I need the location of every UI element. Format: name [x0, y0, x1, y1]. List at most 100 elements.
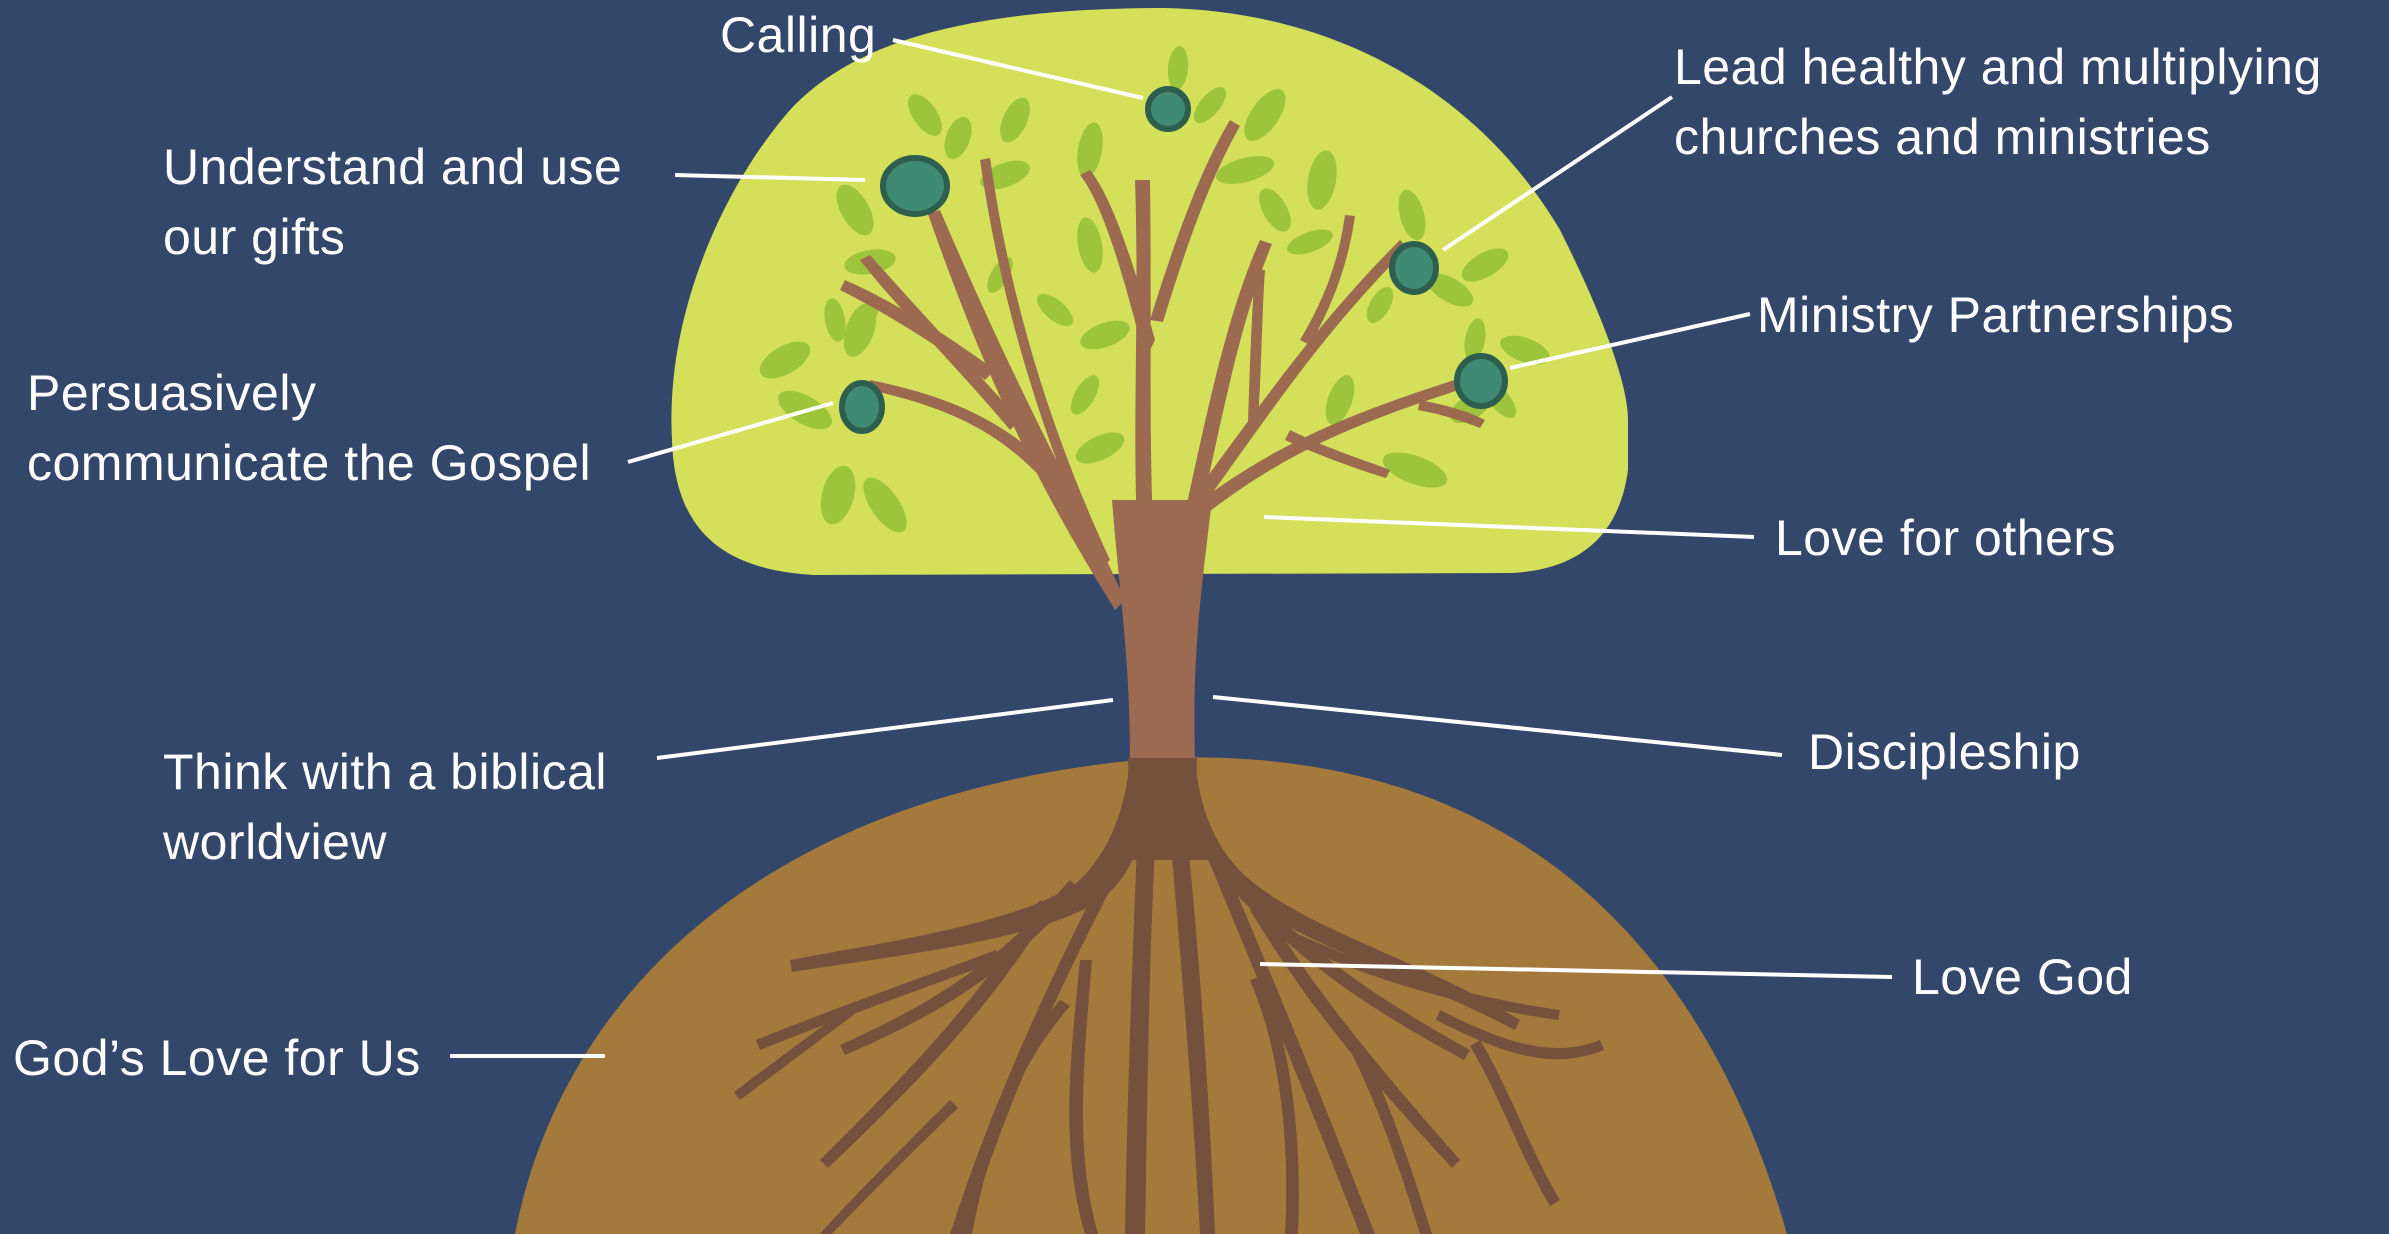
tree-roots	[734, 760, 1604, 1234]
leaf	[1077, 217, 1103, 273]
leaf	[1398, 189, 1426, 241]
label-partnerships-text: Ministry Partnerships	[1757, 287, 2235, 343]
leaf	[1080, 320, 1130, 350]
leader-calling	[892, 38, 1144, 100]
leaf	[1259, 188, 1291, 232]
leaf	[824, 298, 846, 342]
leaf	[944, 116, 972, 160]
root	[1296, 935, 1560, 1020]
leader-worldview	[656, 698, 1114, 760]
label-line: Understand and use	[163, 139, 623, 195]
label-line: Think with a biblical	[163, 744, 608, 800]
fruit-calling	[1145, 86, 1191, 132]
branch	[1248, 270, 1265, 422]
label-ministry-partnerships: Ministry Partnerships	[1757, 280, 2234, 350]
leader-love-god	[1259, 962, 1893, 979]
leaf	[851, 303, 879, 333]
leaf	[1461, 248, 1509, 282]
leaf	[908, 94, 942, 136]
root-collar	[1108, 758, 1215, 860]
label-biblical-worldview: Think with a biblical worldview	[163, 737, 607, 877]
root	[1470, 1040, 1560, 1206]
root	[1232, 880, 1470, 1060]
label-discipleship-text: Discipleship	[1808, 724, 2081, 780]
root	[1200, 836, 1375, 1234]
branch	[1135, 180, 1155, 580]
label-gods-love-for-us: God’s Love for Us	[13, 1023, 421, 1093]
root	[1250, 900, 1460, 1168]
branch	[980, 158, 1110, 570]
leaf	[1000, 97, 1030, 143]
branch	[870, 380, 1085, 520]
fruit-partnerships	[1454, 353, 1508, 409]
root	[960, 1000, 1070, 1234]
label-love-god: Love God	[1912, 942, 2133, 1012]
label-line: Lead healthy and multiplying	[1674, 39, 2322, 95]
leaf	[1167, 46, 1189, 90]
leaf	[1307, 150, 1337, 210]
leaf	[836, 184, 874, 236]
label-line: churches and ministries	[1674, 109, 2211, 165]
root	[1350, 1046, 1432, 1234]
leaf	[1500, 335, 1550, 365]
label-lead-healthy-churches: Lead healthy and multiplying churches an…	[1674, 32, 2322, 172]
leaf	[1287, 229, 1333, 255]
branch	[1150, 120, 1240, 322]
label-line: our gifts	[163, 209, 346, 265]
label-line: Persuasively	[27, 365, 317, 421]
label-calling-text: Calling	[720, 7, 877, 63]
leader-lead	[1441, 95, 1674, 252]
leader-gifts	[674, 173, 866, 182]
label-line: communicate the Gospel	[27, 435, 592, 491]
trunk	[1112, 500, 1212, 760]
fruit-gifts	[880, 155, 950, 217]
label-gods-love-text: God’s Love for Us	[13, 1030, 421, 1086]
leaf	[1382, 452, 1448, 488]
leaf	[863, 477, 907, 533]
leaf	[820, 465, 856, 525]
leader-discipleship	[1212, 695, 1783, 757]
leaf	[1036, 293, 1074, 327]
leaf	[1193, 86, 1227, 124]
root	[820, 1100, 958, 1234]
root	[756, 950, 1000, 1050]
soil-mound	[515, 757, 1787, 1234]
leaf	[1366, 286, 1394, 324]
root	[1125, 770, 1160, 1234]
branch	[1418, 400, 1485, 428]
branch	[1195, 375, 1474, 515]
leaves	[759, 46, 1550, 533]
branch	[1080, 170, 1155, 360]
root	[840, 880, 1080, 1055]
label-love-for-others: Love for others	[1775, 503, 2116, 573]
label-line: worldview	[163, 814, 388, 870]
root	[820, 900, 1050, 1168]
tree-trunk-branches	[840, 120, 1485, 760]
root	[1165, 770, 1215, 1234]
label-calling: Calling	[720, 0, 876, 70]
fruit-lead	[1389, 241, 1439, 295]
root	[790, 760, 1145, 972]
label-love-god-text: Love God	[1912, 949, 2133, 1005]
leaf	[1077, 122, 1103, 178]
label-understand-gifts: Understand and use our gifts	[163, 132, 622, 272]
root	[1436, 1010, 1604, 1060]
leaf	[1426, 273, 1474, 307]
leader-lines	[450, 38, 1893, 1058]
leader-gospel	[627, 401, 834, 464]
root	[1069, 960, 1098, 1234]
leaf	[1215, 156, 1275, 184]
branch	[840, 280, 995, 380]
leaf	[1071, 375, 1099, 415]
root	[734, 1002, 860, 1100]
leaf	[1075, 432, 1125, 464]
fruit-gospel	[839, 380, 885, 434]
leaf	[1244, 89, 1286, 141]
leaf	[1464, 318, 1486, 362]
branch	[1190, 240, 1408, 510]
branch	[1285, 430, 1390, 478]
label-love-others-text: Love for others	[1775, 510, 2117, 566]
leader-partnerships	[1509, 312, 1751, 370]
leaf	[1325, 375, 1355, 425]
